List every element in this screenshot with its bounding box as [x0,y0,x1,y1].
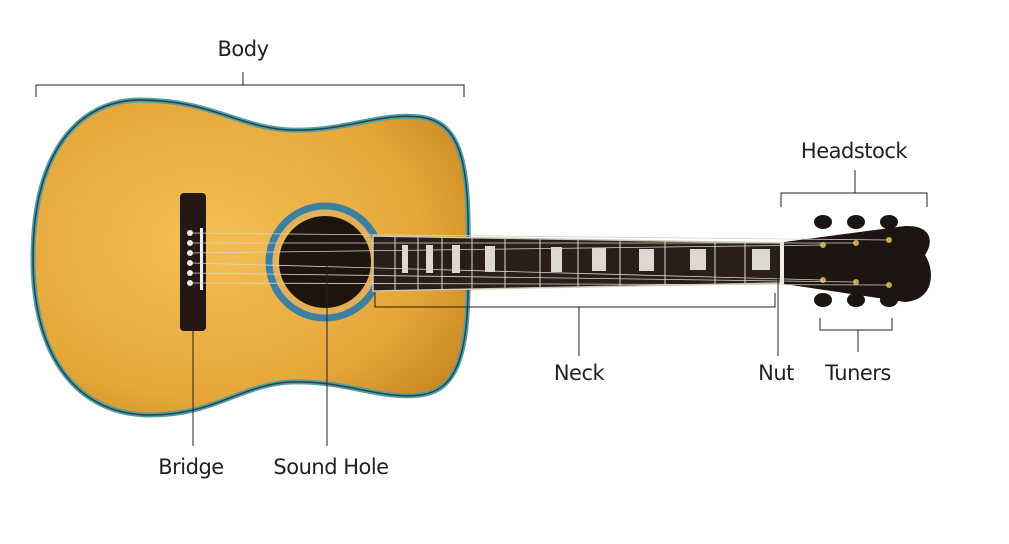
strings [191,232,890,286]
bridge [180,193,206,331]
neck-bracket [374,293,776,356]
nut [780,242,784,284]
leader-lines [35,72,928,446]
label-bridge: Bridge [158,455,224,479]
label-body: Body [217,37,269,61]
label-neck: Neck [553,361,605,385]
label-nut: Nut [758,361,794,385]
fret-inlays [402,245,770,273]
body-bracket [35,72,465,97]
label-tuners: Tuners [825,361,891,385]
headstock [784,225,931,302]
frets [394,237,746,290]
sound-hole [279,216,371,308]
headstock-bracket [780,170,928,207]
label-headstock: Headstock [800,139,908,163]
tuners [814,215,898,307]
label-sound-hole: Sound Hole [273,455,389,479]
tuners-bracket [819,318,893,352]
